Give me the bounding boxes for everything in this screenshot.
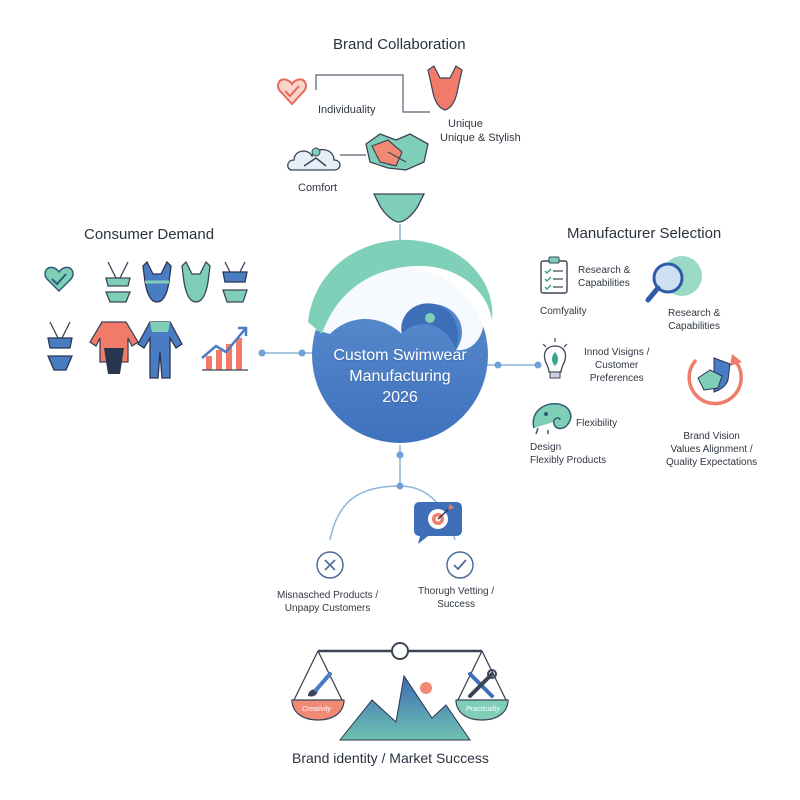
wetsuit-icon [137, 321, 183, 379]
unique-label: Unique [448, 118, 483, 130]
mismatch-x-icon [316, 551, 344, 579]
handshake-icon [365, 133, 429, 171]
bikini-teal-icon [105, 261, 131, 303]
individuality-label: Individuality [318, 104, 376, 116]
practicality-label: Practicality [466, 706, 500, 713]
brand-bracket-lines [315, 74, 430, 156]
chameleon-icon [532, 403, 572, 435]
bikini-navy-icon [47, 321, 73, 371]
brand-collaboration-title: Brand Collaboration [333, 36, 466, 53]
brand-vision-label: Brand Vision Values Alignment / Quality … [666, 431, 758, 468]
design-label: Design Flexibly Products [530, 442, 607, 466]
growth-chart-icon [201, 326, 248, 371]
mismatched-outcome-label: Misnasched Products / Unpapy Customers [277, 590, 379, 614]
connector-dots [258, 239, 542, 490]
onepiece-teal-icon [181, 260, 211, 303]
research-capabilities-left-label: Research & Capabilities [578, 265, 631, 289]
paintbrush-icon [308, 672, 332, 697]
vetting-check-icon [446, 551, 474, 579]
bikini-blue-icon [222, 261, 248, 303]
magnifier-globe-icon [645, 256, 702, 303]
center-hub [308, 239, 493, 443]
manufacturer-selection-title: Manufacturer Selection [567, 225, 722, 242]
cloud-yoga-icon [287, 147, 341, 171]
clipboard-checklist-icon [540, 256, 568, 294]
lightbulb-icon [542, 338, 568, 379]
rashguard-coral-icon [89, 321, 139, 374]
consumer-demand-title: Consumer Demand [84, 226, 215, 243]
swimsuit-icon [427, 65, 463, 111]
vetting-outcome-label: Thorugh Vetting / Success [418, 586, 495, 610]
center-title: Custom Swimwear Manufacturing 2026 [315, 345, 485, 408]
swim-bottom-icon [372, 193, 426, 223]
unique-stylish-label: Unique & Stylish [440, 132, 521, 144]
innovation-label: Innod Visigns / Customer Preferences [584, 347, 650, 384]
wrench-screwdriver-icon [468, 669, 497, 698]
research-capabilities-right-label: Research & Capabilities [668, 308, 721, 332]
heart-check-icon [277, 78, 307, 106]
comfyality-label: Comfyality [540, 306, 587, 317]
comfort-label: Comfort [298, 182, 338, 194]
onepiece-blue-icon [142, 260, 172, 303]
center-title-line2: Manufacturing [349, 368, 451, 385]
handshake-shield-icon [687, 354, 743, 406]
balance-scale [291, 642, 509, 741]
creativity-label: Creativity [302, 706, 332, 713]
center-title-line3: 2026 [382, 389, 418, 406]
flexibility-label: Flexibility [576, 418, 618, 429]
center-title-line1: Custom Swimwear [333, 347, 467, 364]
consumer-heart-check-icon [44, 266, 74, 293]
balance-caption: Brand identity / Market Success [292, 750, 489, 766]
target-chat-icon [414, 502, 462, 544]
